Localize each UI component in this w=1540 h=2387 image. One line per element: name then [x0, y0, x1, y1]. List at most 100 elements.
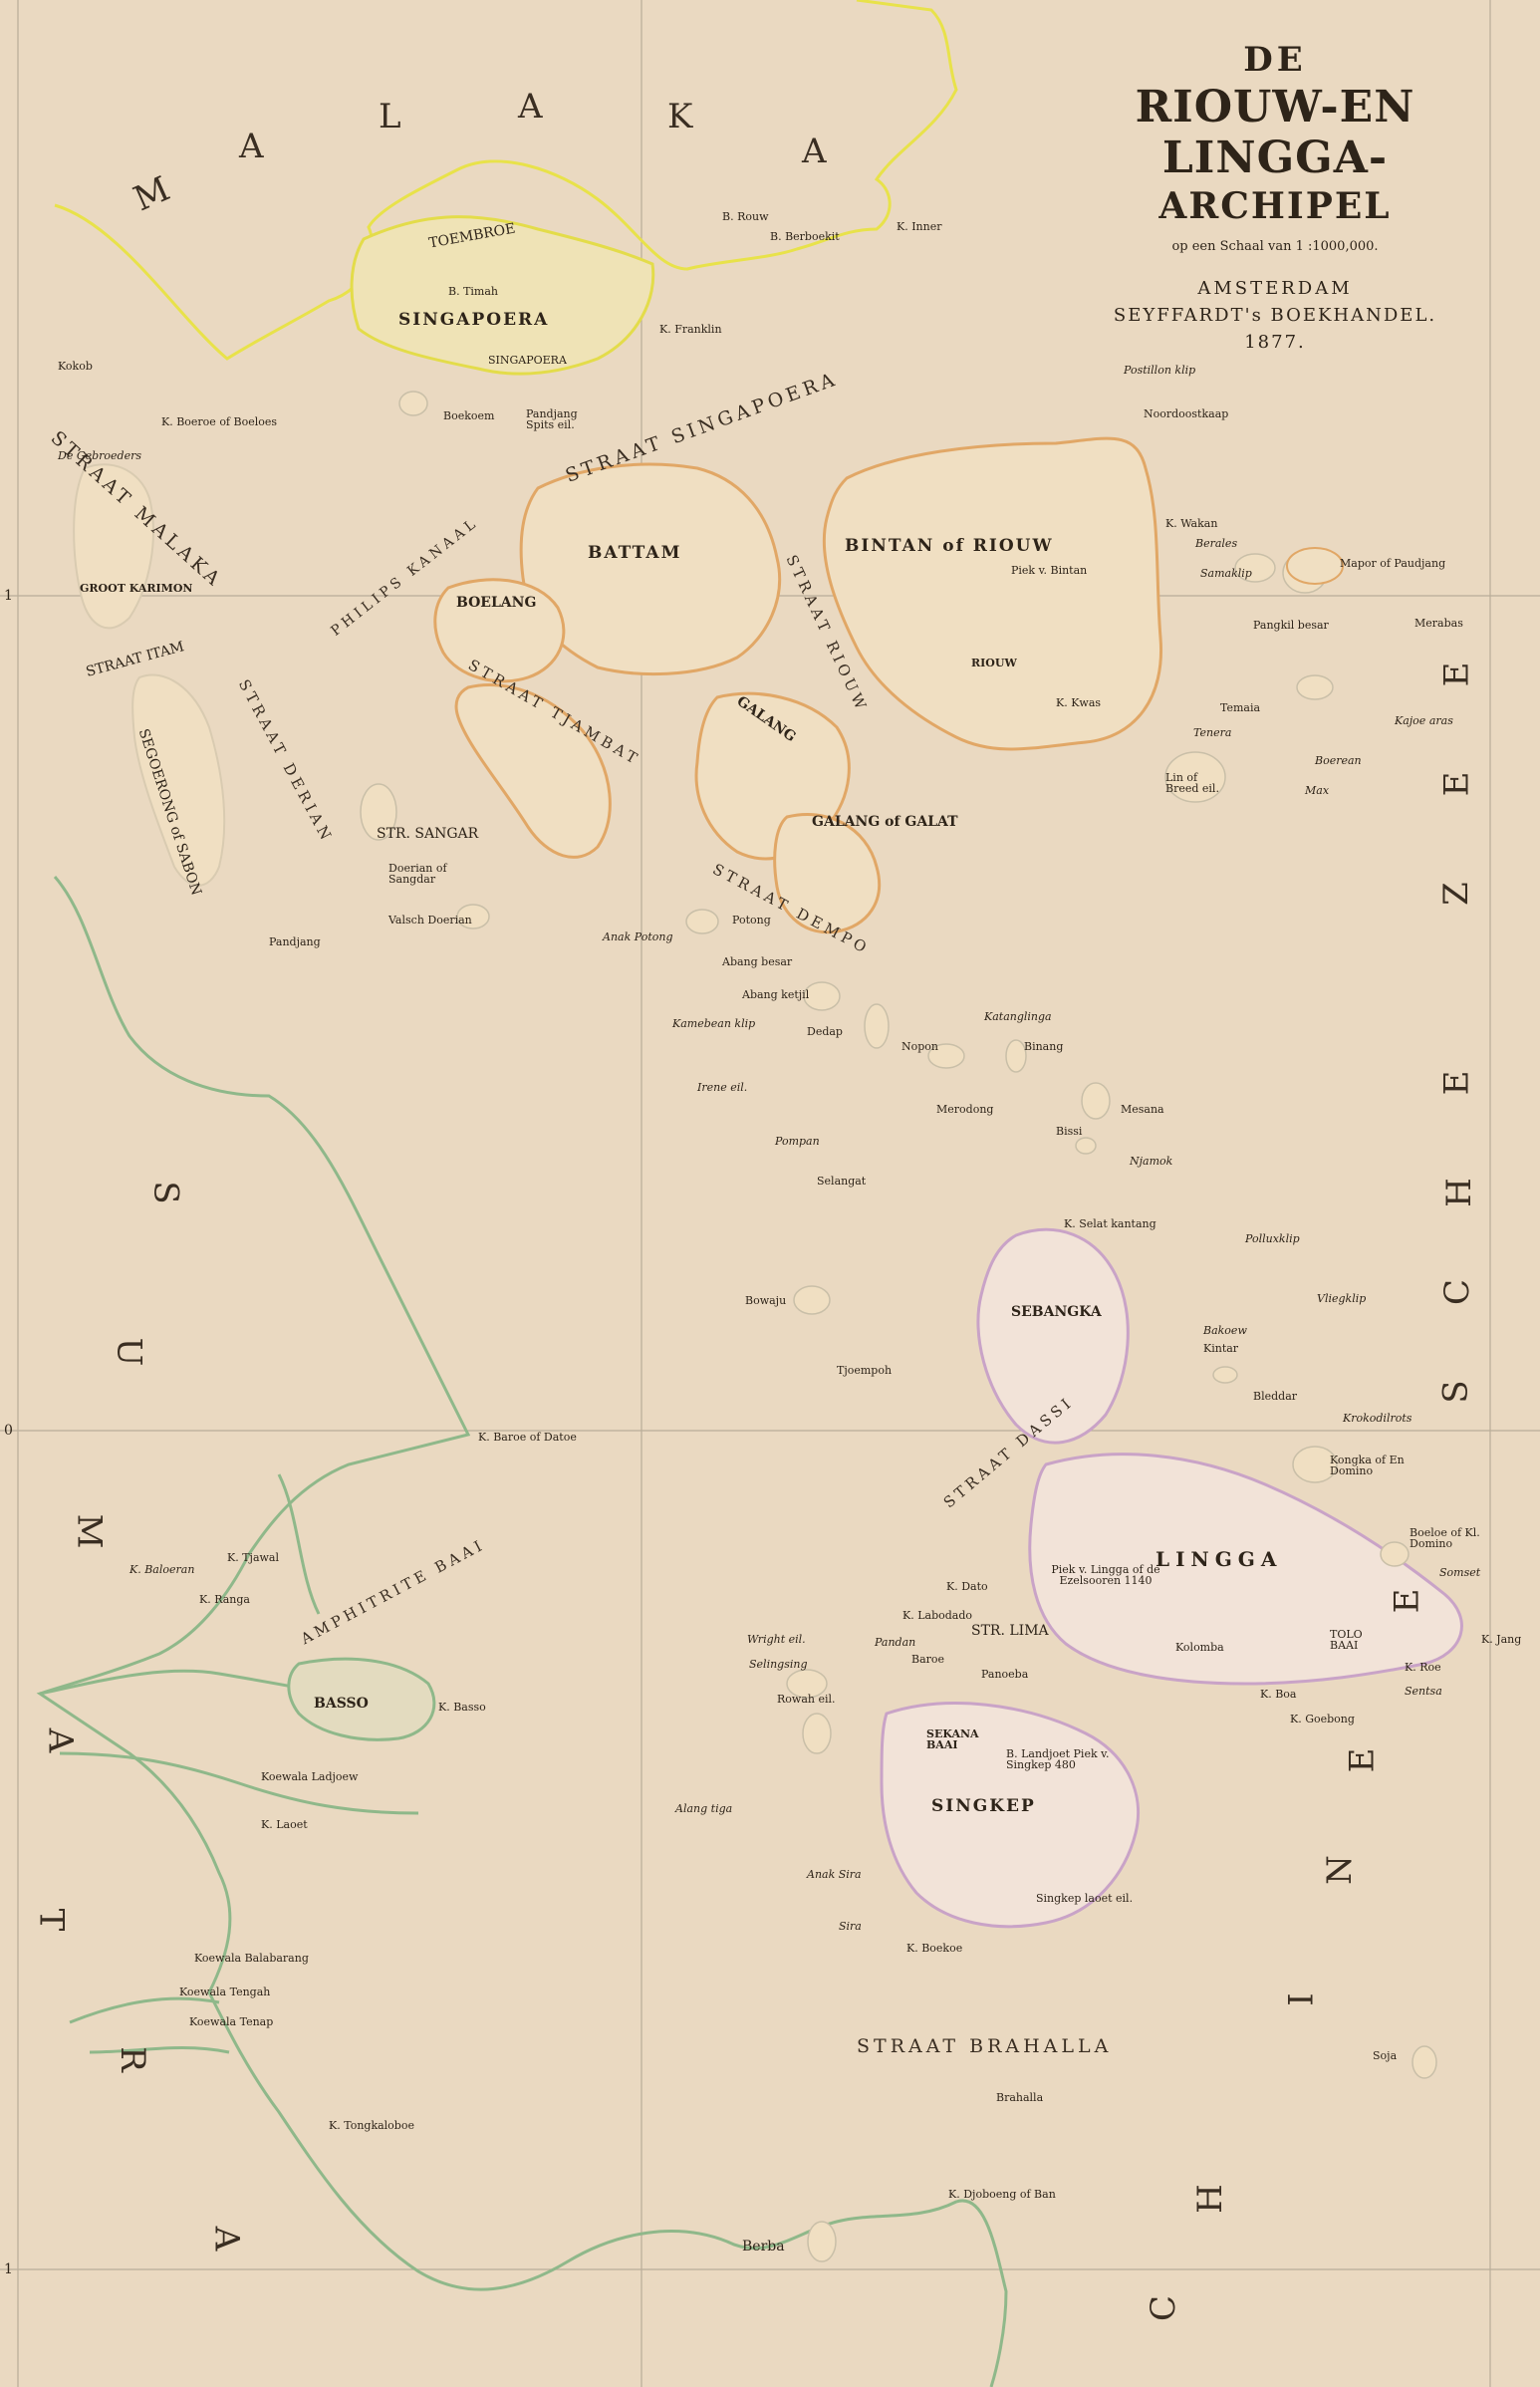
year-text: 1877. — [1244, 332, 1306, 353]
sumatra-letter: R — [112, 2046, 152, 2072]
label-soja: Soja — [1373, 2049, 1398, 2062]
singapoera-island — [350, 215, 655, 376]
sumatra-coast — [36, 876, 1008, 2387]
zee-letter: C — [1144, 2294, 1184, 2322]
label-sekana-baai: SEKANA BAAI — [926, 1727, 979, 1751]
label-k-roe: K. Roe — [1405, 1661, 1441, 1674]
label-max: Max — [1305, 784, 1330, 797]
label-anak-sira: Anak Sira — [807, 1868, 862, 1881]
label-lingga: LINGGA — [1155, 1547, 1283, 1571]
label-k-franklin: K. Franklin — [659, 323, 722, 336]
mapor-island — [1286, 547, 1344, 585]
label-berales: Berales — [1195, 537, 1238, 550]
islet — [1380, 1541, 1410, 1567]
label-singkep-piek: B. Landjoet Piek v. Singkep 480 — [1006, 1747, 1110, 1771]
islet — [803, 981, 841, 1011]
islet — [398, 391, 428, 416]
zee-letter: Z — [1435, 882, 1476, 906]
islet — [793, 1285, 831, 1315]
city-text: AMSTERDAM — [1197, 278, 1353, 299]
label-singapoera-town: SINGAPOERA — [488, 354, 567, 367]
label-piek-bintan: Piek v. Bintan — [1011, 564, 1088, 577]
label-groot-karimon: GROOT KARIMON — [80, 582, 193, 595]
label-berba: Berba — [742, 2239, 785, 2254]
label-k-laoet: K. Laoet — [261, 1818, 308, 1831]
malaka-letter: A — [802, 132, 827, 171]
label-pandjang: Pandjang — [269, 935, 321, 948]
label-brahalla: Brahalla — [996, 2091, 1044, 2104]
label-bowaju: Bowaju — [745, 1294, 787, 1307]
label-sebangka: SEBANGKA — [1011, 1304, 1102, 1320]
label-k-ranga: K. Ranga — [199, 1593, 250, 1606]
sumatra-river — [59, 1751, 419, 1815]
sumatra-coastline — [36, 876, 1008, 2387]
sumatra-letter: S — [145, 1181, 186, 1204]
label-tenera: Tenera — [1193, 726, 1232, 739]
label-bleddar: Bleddar — [1253, 1390, 1298, 1403]
zee-letter: E — [1436, 771, 1477, 797]
label-selangat: Selangat — [817, 1175, 867, 1188]
label-panoeba: Panoeba — [981, 1668, 1029, 1681]
label-kajoe-aras: Kajoe aras — [1395, 714, 1453, 727]
sumatra-river — [69, 1996, 220, 2024]
label-kolomba: Kolomba — [1175, 1641, 1224, 1654]
label-nopon: Nopon — [901, 1040, 938, 1053]
label-anak-potong: Anak Potong — [603, 930, 673, 943]
label-abang-besar: Abang besar — [722, 955, 793, 968]
label-k-tjawal: K. Tjawal — [227, 1551, 280, 1564]
zee-letter: C — [1437, 1278, 1478, 1306]
malaka-letter: L — [379, 97, 401, 136]
label-temaia: Temaia — [1220, 701, 1261, 714]
label-selingsing: Selingsing — [749, 1658, 808, 1671]
label-k-goebong: K. Goebong — [1290, 1713, 1355, 1725]
label-k-inner: K. Inner — [897, 220, 942, 233]
label-k-selat: K. Selat kantang — [1064, 1217, 1156, 1230]
label-njamok: Njamok — [1130, 1155, 1173, 1168]
label-k-boeroe: K. Boeroe of Boeloes — [161, 415, 278, 428]
label-merodong: Merodong — [936, 1103, 994, 1116]
label-lin-breed: Lin of Breed eil. — [1165, 771, 1219, 795]
label-k-boekoe: K. Boekoe — [906, 1942, 963, 1955]
label-b-rouw: B. Rouw — [722, 210, 769, 223]
sumatra-letter: T — [31, 1908, 72, 1932]
label-koewala-tengah: Koewala Tengah — [179, 1986, 271, 1998]
label-galang-galat: GALANG of GALAT — [812, 814, 958, 830]
label-valsch-doerian: Valsch Doerian — [388, 914, 472, 927]
boelang-island — [433, 578, 566, 683]
sumatra-letter: A — [206, 2226, 247, 2252]
label-pandjang-spits: Pandjang Spits eil. — [526, 407, 578, 431]
bintan-island — [822, 436, 1163, 751]
sumatra-letter: U — [109, 1337, 149, 1367]
islet — [1081, 1082, 1111, 1120]
edge-mark-upper: 1 — [4, 588, 13, 604]
label-bissi: Bissi — [1056, 1125, 1083, 1138]
title-line3: ARCHIPEL — [1158, 185, 1392, 227]
label-abang-ketjil: Abang ketjil — [742, 988, 810, 1001]
label-kokob: Kokob — [58, 360, 93, 373]
label-koewala-balabarang: Koewala Balabarang — [194, 1952, 309, 1965]
label-k-djoboeng: K. Djoboeng of Ban — [948, 2188, 1056, 2201]
label-postillon-klip: Postillon klip — [1124, 364, 1196, 377]
zee-letter: E — [1436, 1070, 1477, 1096]
label-boerean: Boerean — [1315, 754, 1362, 767]
label-alang-tiga: Alang tiga — [675, 1802, 733, 1815]
label-basso: BASSO — [314, 1696, 369, 1712]
publisher-text: SEYFFARDT's BOEKHANDEL. — [1113, 305, 1437, 326]
islet — [1164, 751, 1226, 803]
singkep-island — [880, 1702, 1141, 1929]
label-kamebean-klip: Kamebean klip — [672, 1017, 756, 1030]
zee-letter: E — [1387, 1588, 1427, 1614]
label-boeloe: Boeloe of Kl. Domino — [1410, 1526, 1480, 1550]
sebangka-island — [976, 1227, 1130, 1445]
label-dedap: Dedap — [807, 1025, 843, 1038]
label-potong: Potong — [732, 914, 771, 927]
label-k-boa: K. Boa — [1260, 1688, 1297, 1701]
label-somset: Somset — [1439, 1566, 1481, 1579]
label-mesana: Mesana — [1121, 1103, 1164, 1116]
sumatra-river — [89, 2046, 230, 2054]
label-straat-brahalla: STRAAT BRAHALLA — [857, 2035, 1113, 2057]
islet — [1412, 2045, 1437, 2079]
segoerong-island — [131, 673, 226, 887]
zee-letter: H — [1189, 2184, 1230, 2214]
